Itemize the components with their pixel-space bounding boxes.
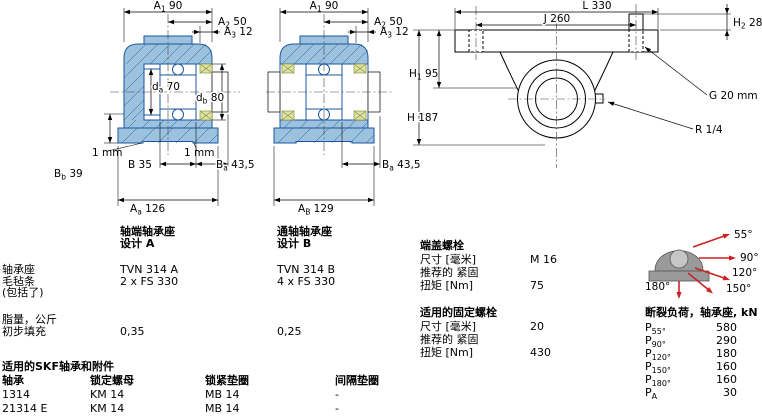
- dim-h2: H2 28: [733, 17, 762, 31]
- breaking-load-row-axial: PA 30: [645, 386, 737, 402]
- fixing-bolts-torque-value: 430: [530, 346, 551, 359]
- table-cell: MB 14: [205, 388, 240, 401]
- dim-j: J 260: [543, 13, 571, 25]
- dim-da: da 70: [152, 81, 180, 95]
- cap-bolts-torque-label2: 扭矩 [Nm]: [420, 279, 474, 292]
- design-a-header-line1: 轴端轴承座: [120, 225, 175, 238]
- breaking-load-row-55: P55° 580: [645, 321, 737, 337]
- housing-flank-left: [499, 51, 520, 93]
- design-a-header-line2: 设计 A: [120, 237, 155, 250]
- dim-a2: A2 50: [374, 16, 403, 30]
- design-b-housing: TVN 314 B: [277, 263, 336, 276]
- design-b-grease: 0,25: [277, 325, 302, 338]
- breaking-load-title: 断裂负荷，轴承座, kN: [645, 306, 758, 319]
- dim-g: G 20 mm: [709, 90, 758, 102]
- row-label-housing: 轴承座: [2, 263, 35, 276]
- angle-label-180: 180°: [645, 281, 670, 293]
- side-view-drawing: L 330 J 260 H2 28 H1 95 H 187 G 20 mm R …: [406, 0, 762, 168]
- dim-bb: Bb 39: [54, 168, 83, 182]
- dim-a1: A1 90: [154, 0, 183, 14]
- table-cell: -: [335, 388, 339, 401]
- mini-housing-bore: [669, 249, 689, 269]
- angle-label-150: 150°: [726, 283, 751, 295]
- dim-b: B 35: [128, 159, 152, 171]
- dim-h: H 187: [407, 112, 438, 124]
- table-cell: 1314: [2, 388, 30, 401]
- dim-ab: AB 129: [298, 203, 334, 217]
- row-label-grease: 脂量，公斤: [2, 313, 57, 326]
- cap-bolts-title: 端盖螺栓: [420, 239, 464, 252]
- row-label-felt: 毛毡条: [2, 275, 35, 288]
- fixing-bolts-torque-label2: 扭矩 [Nm]: [420, 346, 474, 359]
- design-b-header-line2: 设计 B: [277, 237, 312, 250]
- fixing-bolts-torque-label1: 推荐的 紧固: [420, 333, 479, 346]
- cap-bolts-torque-label1: 推荐的 紧固: [420, 266, 479, 279]
- breaking-load-row-90: P90° 290: [645, 334, 737, 350]
- cap-bolts-size-label: 尺寸 [毫米]: [420, 253, 477, 266]
- bearing-table-header-spacer: 间隔垫圈: [335, 374, 379, 387]
- table-cell: MB 14: [205, 402, 240, 415]
- load-direction-diagram: 55° 90° 120° 150° 180°: [645, 229, 759, 299]
- dim-r: R 1/4: [695, 124, 723, 136]
- design-b-section-drawing: A1 90 A2 50 A3 12 Ba 43,5 AB 129: [266, 0, 422, 217]
- bearing-table-header-locknut: 锁定螺母: [90, 374, 134, 387]
- table-cell: KM 14: [90, 388, 125, 401]
- bearing-table-title: 适用的SKF轴承和附件: [2, 360, 114, 373]
- dim-aa: Aa 126: [130, 203, 165, 217]
- breaking-load-row-120: P120° 180: [645, 347, 737, 363]
- dim-a2: A2 50: [218, 16, 247, 30]
- dim-a3: A3 12: [224, 26, 253, 40]
- angle-label-55: 55°: [734, 229, 753, 241]
- angle-label-120: 120°: [732, 267, 757, 279]
- cap-bolts-torque-value: 75: [530, 279, 544, 292]
- breaking-load-row-180: P180° 160: [645, 373, 737, 389]
- table-cell: KM 14: [90, 402, 125, 415]
- felt-seals-a: [199, 63, 213, 121]
- dim-l: L 330: [582, 0, 611, 12]
- section-hatch: [277, 43, 375, 144]
- design-b-header-line1: 通轴轴承座: [277, 225, 332, 238]
- fixing-bolts-title: 适用的固定螺栓: [420, 306, 497, 319]
- dim-a1: A1 90: [310, 0, 339, 14]
- angle-label-90: 90°: [740, 252, 759, 264]
- fixing-bolts-size-label: 尺寸 [毫米]: [420, 320, 477, 333]
- design-a-housing: TVN 314 A: [120, 263, 178, 276]
- dim-ba: Ba 43,5: [216, 159, 255, 173]
- fixing-bolts-size-value: 20: [530, 320, 544, 333]
- design-a-grease: 0,35: [120, 325, 145, 338]
- design-a-felt: 2 x FS 330: [120, 275, 179, 288]
- dim-db: db 80: [196, 92, 224, 106]
- felt-seals-b: [281, 63, 367, 121]
- dim-h1: H1 95: [409, 68, 438, 82]
- design-b-felt: 4 x FS 330: [277, 275, 336, 288]
- dim-gap-left: 1 mm: [92, 147, 122, 159]
- dim-gap-right: 1 mm: [184, 147, 214, 159]
- bearing-table-header-lockwasher: 锁紧垫圈: [205, 374, 249, 387]
- dim-a3: A3 12: [380, 26, 409, 40]
- section-hatch: [121, 43, 219, 144]
- table-cell: 21314 E: [2, 402, 48, 415]
- housing-flank-right: [593, 51, 614, 93]
- breaking-load-row-150: P150° 160: [645, 360, 737, 376]
- row-label-felt-note: (包括了): [2, 286, 44, 299]
- row-label-grease-note: 初步填充: [2, 325, 46, 338]
- table-cell: -: [335, 402, 339, 415]
- design-a-section-drawing: A1 90 A2 50 A3 12 da 70 db 80 1 mm 1 mm …: [54, 0, 256, 217]
- dim-ba: Ba 43,5: [382, 159, 421, 173]
- bearing-table-header-bearing: 轴承: [2, 374, 24, 387]
- cap-bolts-size-value: M 16: [530, 253, 557, 266]
